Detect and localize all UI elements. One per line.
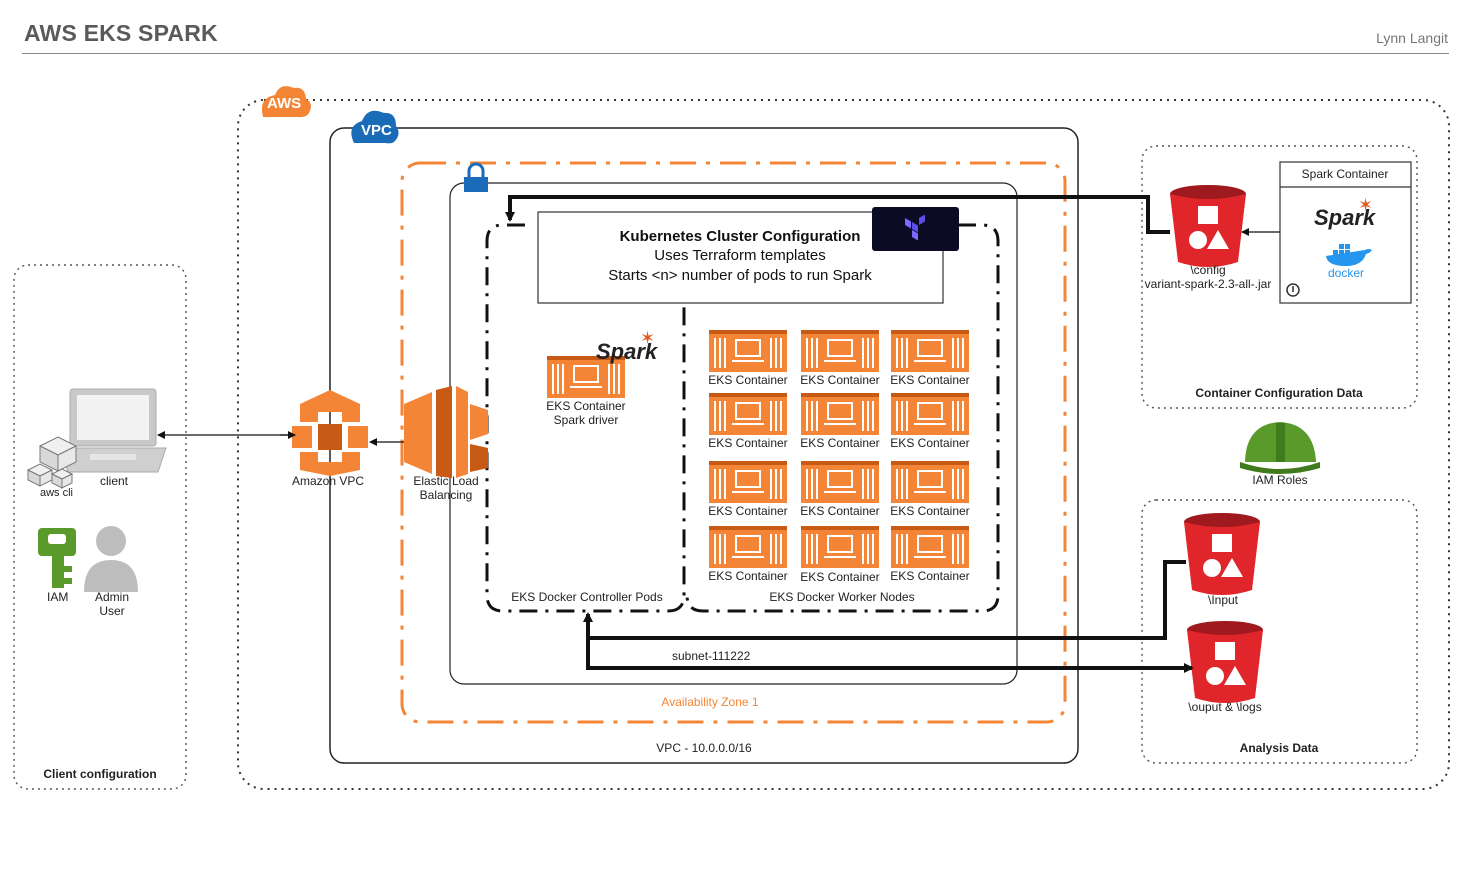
k8s-config-line2: Starts <n> number of pods to run Spark (608, 267, 872, 284)
k8s-config-title: Kubernetes Cluster Configuration (619, 228, 861, 245)
eks-container-icon (708, 392, 788, 436)
input-bucket-label: \Input (1207, 593, 1239, 607)
config-to-cluster-arrow (505, 195, 1170, 234)
amazon-vpc-icon (292, 390, 368, 476)
lock-icon (464, 162, 488, 192)
container-label: EKS Container (890, 373, 970, 387)
iam-label: IAM (47, 590, 69, 604)
eks-container-icon (890, 525, 970, 569)
vpc-badge-label: VPC (361, 122, 392, 139)
output-bucket-label: \ouput & \logs (1188, 700, 1262, 714)
container-label: EKS Container (800, 570, 880, 584)
vpc-cidr-label: VPC - 10.0.0.0/16 (656, 741, 752, 755)
iam-roles-helmet-icon (1240, 422, 1320, 474)
eks-container-icon (800, 392, 880, 436)
container-label: EKS Container (800, 504, 880, 518)
k8s-config-line1: Uses Terraform templates (654, 247, 826, 264)
availability-zone-label: Availability Zone 1 (661, 695, 759, 709)
author-label: Lynn Langit (1376, 30, 1448, 46)
elb-icon (404, 386, 488, 478)
s3-output-bucket-icon (1187, 621, 1263, 703)
eks-container-icon (708, 460, 788, 504)
container-label: EKS Container (890, 504, 970, 518)
laptop-icon (59, 388, 167, 473)
container-config-data-label: Container Configuration Data (1195, 386, 1363, 400)
spark-star-icon: ✶ (640, 328, 656, 348)
s3-input-bucket-icon (1184, 513, 1260, 595)
admin-user-icon (84, 526, 138, 592)
controller-pods-border (485, 223, 686, 613)
eks-container-icon (800, 460, 880, 504)
container-label: EKS Container (708, 504, 788, 518)
eks-container-icon (708, 525, 788, 569)
eks-container-icon (890, 392, 970, 436)
container-label: EKS Container (800, 373, 880, 387)
input-to-pods-arrow (583, 560, 1186, 640)
worker-nodes-border (685, 223, 1000, 613)
docker-logo: docker (1328, 266, 1365, 280)
container-label: EKS Container (890, 436, 970, 450)
aws-cli-icon (26, 436, 78, 489)
eks-container-icon (708, 329, 788, 373)
container-label: EKS Container (708, 436, 788, 450)
container-label: EKS Container (890, 569, 970, 583)
vpc-cloud-icon (351, 110, 399, 144)
subnet-label: subnet-111222 (672, 649, 751, 663)
client-config-label: Client configuration (43, 767, 157, 781)
spark-container-title: Spark Container (1301, 167, 1389, 181)
aws-cloud-icon (261, 86, 311, 118)
controller-pods-label: EKS Docker Controller Pods (511, 590, 663, 604)
eks-container-icon (800, 329, 880, 373)
analysis-data-label: Analysis Data (1239, 741, 1319, 755)
iam-key-icon (38, 528, 76, 588)
client-config-border (13, 264, 187, 790)
container-config-border (1141, 145, 1418, 409)
worker-nodes-label: EKS Docker Worker Nodes (769, 590, 915, 604)
container-label: EKS Container (800, 436, 880, 450)
aws-badge-label: AWS (267, 95, 302, 112)
docker-icon (1326, 244, 1372, 266)
container-label: EKS Container (708, 569, 788, 583)
terraform-icon (872, 207, 959, 251)
pods-to-output-arrow (586, 640, 1194, 673)
eks-container-icon (890, 460, 970, 504)
container-label: EKS Container (708, 373, 788, 387)
s3-config-bucket-icon (1170, 185, 1246, 267)
aws-region-border (237, 99, 1450, 790)
analysis-data-border (1141, 499, 1418, 764)
bell-icon (1286, 283, 1300, 297)
spark-container-box (1279, 161, 1412, 304)
eks-container-icon (800, 525, 880, 569)
eks-container-icon (890, 329, 970, 373)
spark-container-star-icon: ✶ (1358, 195, 1374, 215)
amazon-vpc-label: Amazon VPC (291, 474, 365, 488)
page-title: AWS EKS SPARK (24, 20, 218, 46)
iam-roles-label: IAM Roles (1252, 473, 1308, 487)
header-divider (22, 53, 1449, 54)
spark-container-logo: Spark (1314, 205, 1376, 230)
aws-cli-label: aws cli (40, 487, 74, 499)
client-label: client (100, 474, 129, 488)
spark-logo: Spark (596, 339, 658, 364)
